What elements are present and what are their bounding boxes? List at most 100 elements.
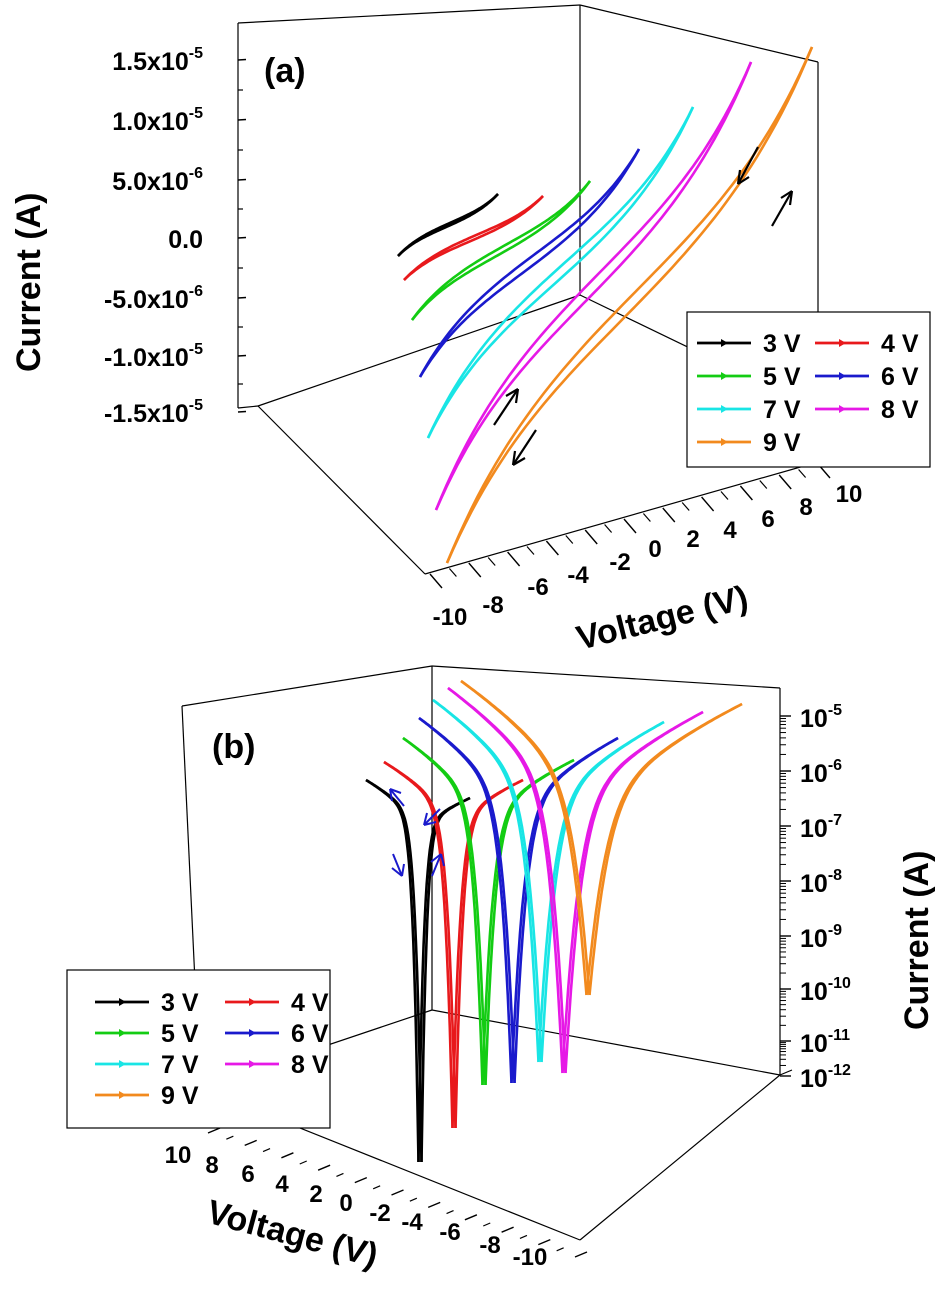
- x-tick-label: -2: [369, 1200, 390, 1227]
- legend-label: 8 V: [881, 396, 919, 424]
- x-tick-label: 10: [836, 481, 863, 508]
- series-line-negative-bias-return: [432, 698, 543, 1063]
- y-tick-label: 10-7: [800, 812, 842, 843]
- legend-marker: [721, 339, 728, 347]
- y-tick-label: 10-5: [800, 702, 842, 733]
- legend-item: 7 V: [697, 396, 801, 424]
- x-tick-label: 6: [761, 506, 774, 533]
- y-tick-label: 10-8: [800, 867, 842, 898]
- legend-marker: [839, 372, 846, 380]
- x-tick-label: 0: [648, 536, 661, 563]
- series-line-positive-bias-return: [513, 736, 619, 1084]
- legend-item: 9 V: [95, 1082, 199, 1110]
- x-tick-label: -8: [479, 1232, 500, 1259]
- arrow-down-left-icon: [423, 808, 441, 826]
- x-minor-tick: [487, 557, 496, 566]
- series-line-reverse: [397, 193, 499, 257]
- y-tick-label: 1.0x10-5: [112, 105, 203, 136]
- x-minor-tick: [448, 568, 457, 577]
- x-minor-tick: [526, 546, 535, 555]
- legend-label: 6 V: [881, 363, 919, 391]
- arrow-up-icon: [493, 388, 520, 426]
- series-line-negative-bias-return: [460, 679, 591, 996]
- series-8V-log-curve: [447, 686, 704, 1074]
- legend-item: 7 V: [95, 1051, 199, 1079]
- x-minor-tick: [556, 1247, 564, 1252]
- x-minor-tick: [299, 1160, 307, 1165]
- series-4V-loop: [403, 195, 544, 281]
- x-minor-tick: [604, 524, 613, 533]
- x-minor-tick: [642, 513, 651, 522]
- panel-b-curves: [365, 679, 743, 1163]
- series-line-negative-bias: [365, 778, 420, 1163]
- x-tick-mark: [354, 1176, 368, 1184]
- x-tick-mark: [778, 474, 792, 490]
- arrow-up-right-icon: [430, 853, 445, 877]
- y-tick-label: -5.0x10-6: [104, 283, 203, 314]
- legend-label: 7 V: [763, 396, 801, 424]
- legend-label: 9 V: [763, 429, 801, 457]
- series-line-forward: [434, 61, 753, 511]
- x-minor-tick: [681, 502, 690, 511]
- x-minor-tick: [372, 1185, 381, 1190]
- x-tick-mark: [468, 562, 482, 578]
- x-minor-tick: [798, 469, 807, 478]
- y-tick-mark: [237, 58, 247, 61]
- legend-marker: [249, 1029, 256, 1037]
- panel-a-arrows: [493, 146, 794, 466]
- series-5V-loop: [410, 180, 592, 321]
- series-line-forward: [410, 180, 592, 321]
- series-7V-loop: [426, 106, 695, 439]
- x-tick-mark: [464, 1214, 478, 1221]
- legend-item: 6 V: [815, 363, 919, 391]
- series-9V-loop: [445, 46, 814, 564]
- legend-marker: [119, 998, 126, 1006]
- series-line-forward: [403, 195, 544, 281]
- panel-b-label: (b): [212, 728, 255, 766]
- x-tick-mark: [545, 540, 559, 556]
- x-tick-mark: [662, 507, 676, 523]
- series-6V-log-curve: [418, 716, 619, 1084]
- legend-label: 8 V: [291, 1051, 329, 1079]
- x-tick-label: 10: [165, 1142, 192, 1169]
- legend-label: 4 V: [291, 989, 329, 1017]
- legend-item: 6 V: [225, 1020, 329, 1048]
- x-tick-mark: [281, 1152, 294, 1159]
- y-tick-label: -1.0x10-5: [104, 341, 203, 372]
- x-minor-tick: [446, 1210, 454, 1215]
- panel-b-arrows: [389, 788, 445, 877]
- series-7V-log-curve: [432, 698, 665, 1063]
- panel-a-frame: [237, 4, 819, 575]
- legend-item: 5 V: [697, 363, 801, 391]
- x-minor-tick: [226, 1135, 234, 1140]
- series-9V-log-curve: [460, 679, 743, 996]
- series-line-reverse: [445, 46, 814, 564]
- series-line-forward: [418, 148, 641, 378]
- x-tick-label: -2: [609, 549, 630, 576]
- y-tick-mark: [237, 410, 247, 413]
- series-line-negative-bias-return: [418, 716, 516, 1084]
- x-minor-tick: [262, 1148, 271, 1153]
- arrow-up-right-icon: [771, 190, 794, 227]
- legend-marker: [119, 1060, 126, 1068]
- x-tick-label: 4: [275, 1171, 289, 1198]
- x-tick-label: -4: [567, 562, 589, 589]
- x-tick-label: 4: [723, 517, 737, 544]
- x-tick-label: -10: [433, 604, 468, 631]
- legend-label: 3 V: [763, 330, 801, 358]
- series-line-positive-bias-return: [564, 710, 704, 1074]
- panel-b-y-axis-title: Current (A): [898, 851, 936, 1030]
- panel-a-label: (a): [264, 52, 306, 90]
- legend-marker: [839, 405, 846, 413]
- x-tick-mark: [574, 1251, 588, 1258]
- legend-label: 7 V: [161, 1051, 199, 1079]
- legend-item: 4 V: [815, 330, 919, 358]
- legend-label: 5 V: [161, 1020, 199, 1048]
- legend-marker: [249, 998, 256, 1006]
- panel-a-x-axis-title: Voltage (V): [573, 579, 752, 658]
- series-line-reverse: [434, 61, 753, 511]
- y-tick-label: 10-9: [800, 922, 842, 953]
